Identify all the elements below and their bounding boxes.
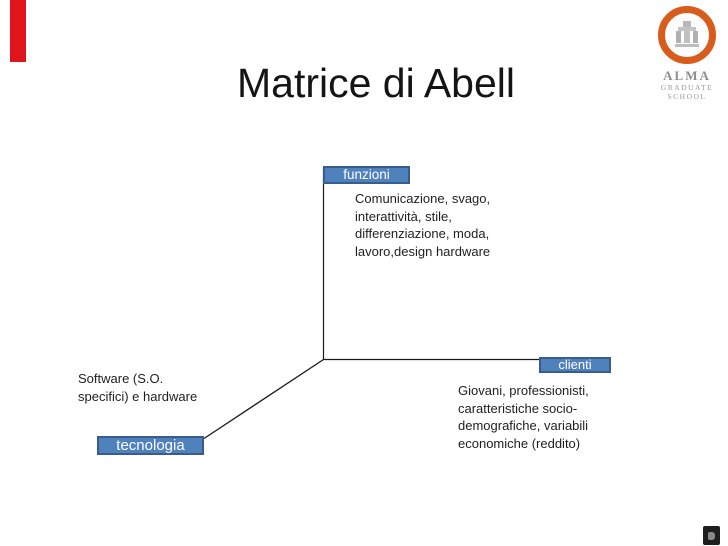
axis-label-tecnologia: tecnologia [97,436,204,455]
red-accent-bar [10,0,26,62]
text-line: interattività, stile, [355,208,452,224]
castle-glyph [675,21,699,47]
logo-text-alma: ALMA [663,68,711,83]
text-line: differenziazione, moda, [355,226,490,242]
axis-label-funzioni: funzioni [323,166,410,184]
slide-title: Matrice di Abell [236,60,515,106]
text-line: Comunicazione, svago, [355,191,491,206]
logo-text-graduate: GRADUATE [660,83,714,92]
text-line: Giovani, professionisti, [458,383,589,398]
logo-text-school: SCHOOL [667,91,707,101]
funzioni-description: Comunicazione, svago, interattività, sti… [355,190,490,260]
text-line: demografiche, variabili [458,418,589,434]
tecnologia-axis-line [203,358,324,440]
apple-icon [703,526,720,545]
tecnologia-description: Software (S.O. specifici) e hardware [78,370,197,405]
alma-logo: ALMA GRADUATE SCHOOL [648,6,726,101]
clienti-description: Giovani, professionisti, caratteristiche… [458,382,589,452]
text-line: Software (S.O. [78,371,164,386]
text-line: caratteristiche socio- [458,400,578,416]
text-line: lavoro,design hardware [355,243,491,259]
text-line: specifici) e hardware [78,388,198,404]
alma-seal-icon [658,6,716,64]
axis-label-clienti: clienti [539,357,611,373]
text-line: economiche (reddito) [458,435,581,451]
